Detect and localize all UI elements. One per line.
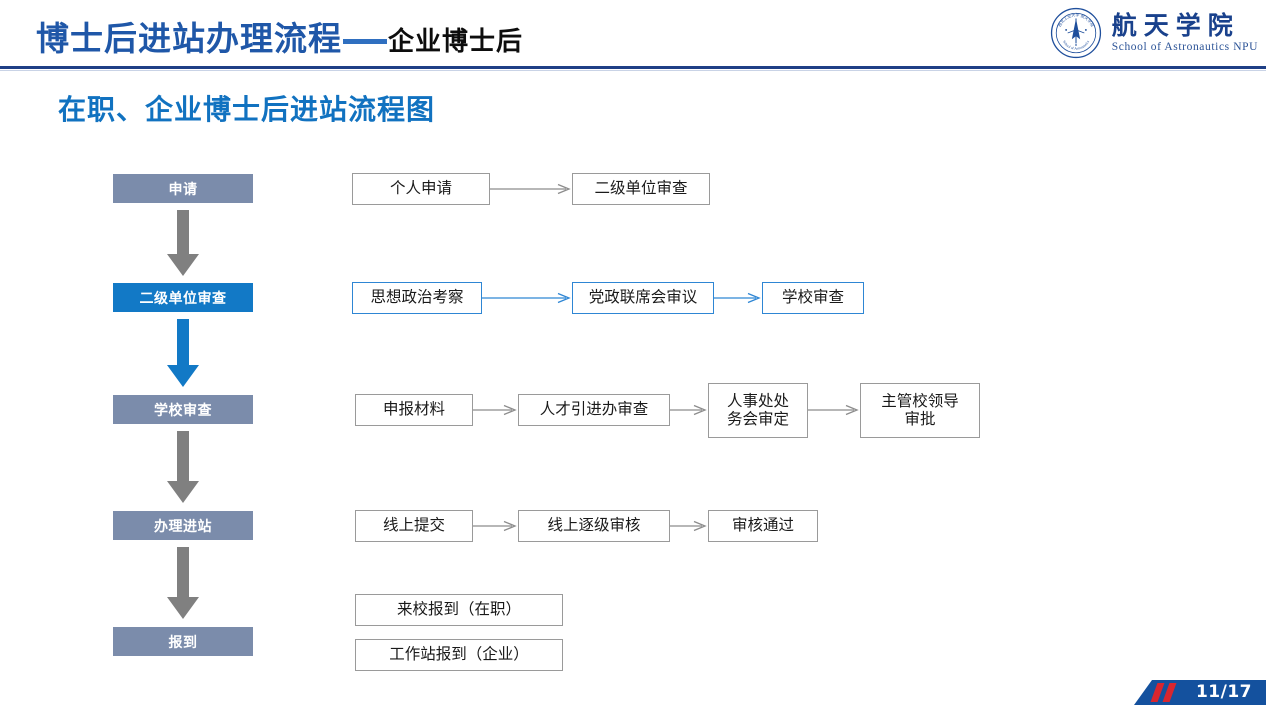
node-label: 个人申请	[389, 179, 452, 198]
title-dash-icon	[343, 39, 387, 44]
logo-name-en: School of Astronautics NPU	[1111, 40, 1258, 53]
down-arrow-4	[166, 547, 200, 621]
stage-label-banli-jinzhan[interactable]: 办理进站	[113, 511, 253, 540]
node-label-line2: 务会审定	[726, 409, 789, 428]
section-subtitle: 在职、企业博士后进站流程图	[58, 93, 436, 126]
slide-header: 博士后进站办理流程 企业博士后 西北工业大学 航天学院 School of Ast…	[0, 0, 1266, 71]
node-label: 审核通过	[731, 516, 794, 535]
page-title-main: 博士后进站办理流程	[36, 19, 342, 58]
node-label-line1: 主管校领导	[881, 391, 959, 410]
node-rencai-yinjinban-shencha[interactable]: 人才引进办审查	[518, 394, 670, 426]
node-label-line2: 审批	[904, 409, 936, 428]
node-label: 工作站报到（企业）	[389, 645, 529, 664]
node-label: 思想政治考察	[370, 288, 464, 307]
header-divider	[0, 66, 1266, 69]
logo-text-block: 航天学院 School of Astronautics NPU	[1112, 13, 1258, 54]
node-label: 人才引进办审查	[539, 400, 649, 419]
page-number: 11/17	[1195, 682, 1252, 702]
page-title: 博士后进站办理流程 企业博士后	[36, 12, 523, 60]
node-xianshang-tijiao[interactable]: 线上提交	[355, 510, 473, 542]
down-arrow-1	[166, 210, 200, 278]
connector-r3-2	[670, 404, 708, 416]
node-label-line1: 人事处处	[726, 391, 789, 410]
stage-label-baodao[interactable]: 报到	[113, 627, 253, 656]
university-seal-icon: 西北工业大学 航天学院 School of Astronautics	[1050, 7, 1101, 59]
page-indicator: 11/17	[1134, 680, 1266, 705]
node-erji-danwei-shencha[interactable]: 二级单位审查	[572, 173, 710, 205]
connector-r4-2	[670, 520, 708, 532]
node-label: 申报材料	[382, 400, 445, 419]
node-label: 学校审查	[781, 288, 844, 307]
node-sixiang-zhengzhi-kaocha[interactable]: 思想政治考察	[352, 282, 482, 314]
node-renshichu-chuwuhui-shending[interactable]: 人事处处 务会审定	[708, 383, 808, 438]
header-divider-light	[0, 70, 1266, 71]
node-laixiao-baodao-zaizhi[interactable]: 来校报到（在职）	[355, 594, 563, 626]
node-zhuguan-xiaolingdao-shenpi[interactable]: 主管校领导 审批	[860, 383, 980, 438]
node-dangzheng-lianxihui-shenyi[interactable]: 党政联席会审议	[572, 282, 714, 314]
node-label: 来校报到（在职）	[396, 600, 521, 619]
node-xianshang-zhuji-shenhe[interactable]: 线上逐级审核	[518, 510, 670, 542]
stage-label-erji-danwei-shencha[interactable]: 二级单位审查	[113, 283, 253, 312]
school-logo: 西北工业大学 航天学院 School of Astronautics 航天学院 …	[1050, 4, 1258, 62]
node-shenbao-cailiao[interactable]: 申报材料	[355, 394, 473, 426]
stage-label-shenqing[interactable]: 申请	[113, 174, 253, 203]
connector-r4-1	[473, 520, 518, 532]
node-label: 线上提交	[382, 516, 445, 535]
down-arrow-3	[166, 431, 200, 505]
node-xuexiao-shencha[interactable]: 学校审查	[762, 282, 864, 314]
node-label: 党政联席会审议	[588, 288, 698, 307]
page-title-sub: 企业博士后	[388, 27, 524, 57]
node-geren-shenqing[interactable]: 个人申请	[352, 173, 490, 205]
connector-r3-3	[808, 404, 860, 416]
node-gongzuozhan-baodao-qiye[interactable]: 工作站报到（企业）	[355, 639, 563, 671]
node-label: 线上逐级审核	[547, 516, 641, 535]
connector-r1-1	[490, 183, 572, 195]
node-label: 二级单位审查	[594, 179, 688, 198]
connector-r2-2	[714, 292, 762, 304]
logo-name-cn: 航天学院	[1111, 10, 1240, 40]
node-shenhe-tongguo[interactable]: 审核通过	[708, 510, 818, 542]
connector-r3-1	[473, 404, 518, 416]
down-arrow-2	[166, 319, 200, 389]
stage-label-xuexiao-shencha[interactable]: 学校审查	[113, 395, 253, 424]
connector-r2-1	[482, 292, 572, 304]
